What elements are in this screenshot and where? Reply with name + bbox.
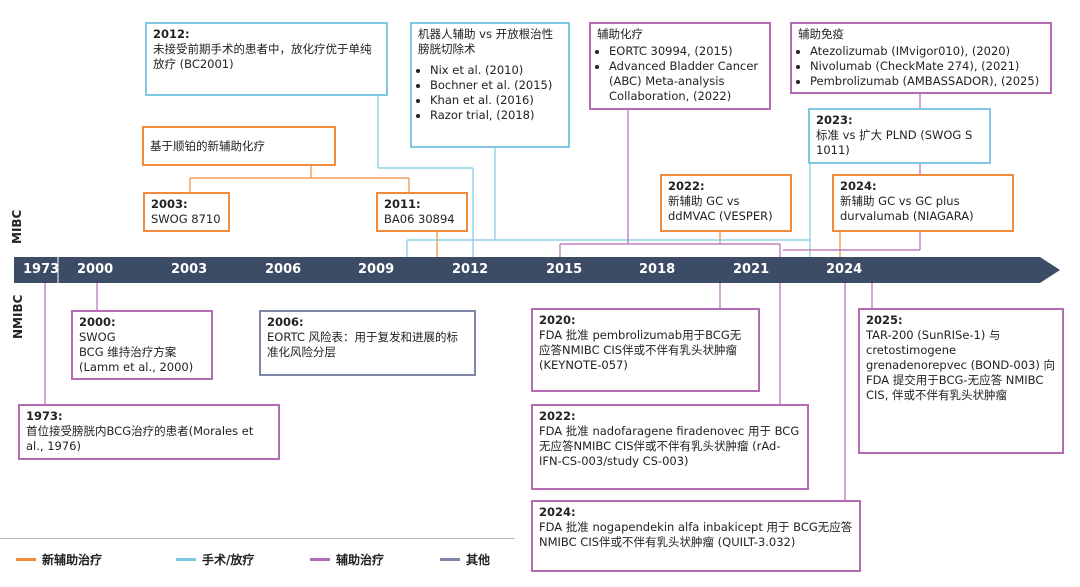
event-line: (Lamm et al., 2000): [79, 360, 194, 374]
event-year: 2011:: [384, 197, 421, 211]
year-1973: 1973: [23, 262, 60, 277]
event-2022-nadofaragene: 2022: FDA 批准 nadofaragene firadenovec 用于…: [531, 404, 809, 490]
event-text: 标准 vs 扩大 PLND (SWOG S 1011): [816, 128, 973, 157]
event-year: 1973:: [26, 409, 63, 423]
event-2012-bc2001: 2012: 未接受前期手术的患者中，放化疗优于单纯放疗 (BC2001): [145, 22, 388, 96]
legend-swatch: [16, 558, 36, 561]
event-text: 未接受前期手术的患者中，放化疗优于单纯放疗 (BC2001): [153, 42, 372, 71]
event-2020-keynote057: 2020: FDA 批准 pembrolizumab用于BCG无应答NMIBC …: [531, 308, 760, 392]
year-2012: 2012: [452, 262, 489, 277]
event-title: 辅助化疗: [597, 27, 643, 41]
event-text: TAR-200 (SunRISe-1) 与 cretostimogene gre…: [866, 328, 1056, 402]
year-2024: 2024: [826, 262, 863, 277]
legend-item-adjuvant: 辅助治疗: [310, 551, 384, 568]
event-1973-first-bcg: 1973: 首位接受膀胱内BCG治疗的患者(Morales et al., 19…: [18, 404, 280, 460]
event-year: 2006:: [267, 315, 304, 329]
reference-item: Atezolizumab (IMvigor010), (2020): [810, 44, 1044, 59]
reference-list: Nix et al. (2010) Bochner et al. (2015) …: [418, 63, 562, 123]
year-2009: 2009: [358, 262, 395, 277]
event-year: 2023:: [816, 113, 853, 127]
mibc-label: MIBC: [10, 209, 24, 244]
event-title: 辅助免疫: [798, 27, 844, 41]
reference-item: Bochner et al. (2015): [430, 78, 562, 93]
event-text: FDA 批准 nadofaragene firadenovec 用于 BCG无应…: [539, 424, 800, 468]
legend-label: 辅助治疗: [336, 553, 385, 567]
reference-item: Nivolumab (CheckMate 274), (2021): [810, 59, 1044, 74]
year-2000: 2000: [77, 262, 114, 277]
reference-item: EORTC 30994, (2015): [609, 44, 763, 59]
event-text: 首位接受膀胱内BCG治疗的患者(Morales et al., 1976): [26, 424, 254, 453]
legend-item-neoadjuvant: 新辅助治疗: [16, 551, 102, 568]
event-year: 2024:: [539, 505, 576, 519]
event-cisplatin-neoadjuvant: 基于顺铂的新辅助化疗: [142, 126, 336, 166]
reference-item: Nix et al. (2010): [430, 63, 562, 78]
reference-item: Razor trial, (2018): [430, 108, 562, 123]
event-text: FDA 批准 pembrolizumab用于BCG无应答NMIBC CIS伴或不…: [539, 328, 742, 372]
event-year: 2022:: [668, 179, 705, 193]
legend-swatch: [440, 558, 460, 561]
event-text: EORTC 风险表：用于复发和进展的标准化风险分层: [267, 330, 459, 359]
legend-label: 新辅助治疗: [42, 553, 103, 567]
nmibc-label: NMIBC: [11, 294, 25, 339]
legend-label: 手术/放疗: [202, 553, 255, 567]
event-year: 2012:: [153, 27, 190, 41]
reference-list: EORTC 30994, (2015) Advanced Bladder Can…: [597, 44, 763, 104]
reference-list: Atezolizumab (IMvigor010), (2020) Nivolu…: [798, 44, 1044, 89]
event-2003-swog8710: 2003: SWOG 8710: [143, 192, 230, 232]
legend-swatch: [176, 558, 196, 561]
event-text: FDA 批准 nogapendekin alfa inbakicept 用于 B…: [539, 520, 853, 549]
event-adjuvant-immuno: 辅助免疫 Atezolizumab (IMvigor010), (2020) N…: [790, 22, 1052, 94]
legend-item-other: 其他: [440, 551, 490, 568]
event-2011-ba06: 2011: BA06 30894: [376, 192, 468, 232]
reference-item: Pembrolizumab (AMBASSADOR), (2025): [810, 74, 1044, 89]
legend: 新辅助治疗 手术/放疗 辅助治疗 其他: [0, 538, 515, 574]
reference-item: Khan et al. (2016): [430, 93, 562, 108]
event-year: 2025:: [866, 313, 903, 327]
event-text: 新辅助 GC vs ddMVAC (VESPER): [668, 194, 773, 223]
year-2018: 2018: [639, 262, 676, 277]
reference-item: Advanced Bladder Cancer (ABC) Meta-analy…: [609, 59, 763, 104]
event-robotic-vs-open: 机器人辅助 vs 开放根治性膀胱切除术 Nix et al. (2010) Bo…: [410, 22, 570, 148]
event-2023-plnd: 2023: 标准 vs 扩大 PLND (SWOG S 1011): [808, 108, 991, 164]
event-year: 2000:: [79, 315, 116, 329]
event-year: 2024:: [840, 179, 877, 193]
legend-swatch: [310, 558, 330, 561]
event-line: BCG 维持治疗方案: [79, 345, 177, 359]
event-2000-swog-bcg: 2000: SWOG BCG 维持治疗方案 (Lamm et al., 2000…: [71, 310, 213, 380]
event-text: 基于顺铂的新辅助化疗: [150, 139, 265, 153]
event-2006-eortc: 2006: EORTC 风险表：用于复发和进展的标准化风险分层: [259, 310, 476, 376]
event-title: 机器人辅助 vs 开放根治性膀胱切除术: [418, 27, 554, 56]
event-2025-tar200: 2025: TAR-200 (SunRISe-1) 与 cretostimoge…: [858, 308, 1064, 454]
event-text: BA06 30894: [384, 212, 455, 226]
event-text: 新辅助 GC vs GC plus durvalumab (NIAGARA): [840, 194, 974, 223]
event-year: 2020:: [539, 313, 576, 327]
event-year: 2022:: [539, 409, 576, 423]
event-year: 2003:: [151, 197, 188, 211]
event-2024-nogapendekin: 2024: FDA 批准 nogapendekin alfa inbakicep…: [531, 500, 861, 572]
year-2003: 2003: [171, 262, 208, 277]
year-2021: 2021: [733, 262, 770, 277]
legend-item-surgery: 手术/放疗: [176, 551, 254, 568]
event-text: SWOG 8710: [151, 212, 221, 226]
year-2006: 2006: [265, 262, 302, 277]
event-2024-niagara: 2024: 新辅助 GC vs GC plus durvalumab (NIAG…: [832, 174, 1014, 232]
event-line: SWOG: [79, 330, 116, 344]
year-2015: 2015: [546, 262, 583, 277]
event-adjuvant-chemo: 辅助化疗 EORTC 30994, (2015) Advanced Bladde…: [589, 22, 771, 110]
event-2022-vesper: 2022: 新辅助 GC vs ddMVAC (VESPER): [660, 174, 792, 232]
legend-label: 其他: [466, 553, 491, 567]
